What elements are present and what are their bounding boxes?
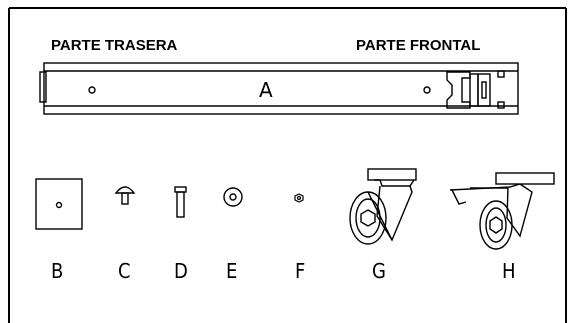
front-label: PARTE FRONTAL <box>356 37 481 54</box>
part-label-d: D <box>174 259 188 283</box>
locking-caster <box>449 172 555 250</box>
part-label-e: E <box>226 259 238 283</box>
washer <box>223 187 243 207</box>
part-label-c: C <box>118 259 131 283</box>
rear-label: PARTE TRASERA <box>51 37 178 54</box>
bolt <box>174 186 187 218</box>
carriage-bolt <box>114 186 136 205</box>
part-label-f: F <box>295 259 306 283</box>
part-label-b: B <box>51 259 64 283</box>
part-label-a: A <box>259 78 273 102</box>
caster <box>349 168 417 245</box>
nut <box>294 193 304 203</box>
drawer-slide-rail <box>39 62 519 115</box>
part-label-h: H <box>502 259 516 283</box>
part-label-g: G <box>372 259 386 283</box>
square-plate <box>35 178 83 230</box>
